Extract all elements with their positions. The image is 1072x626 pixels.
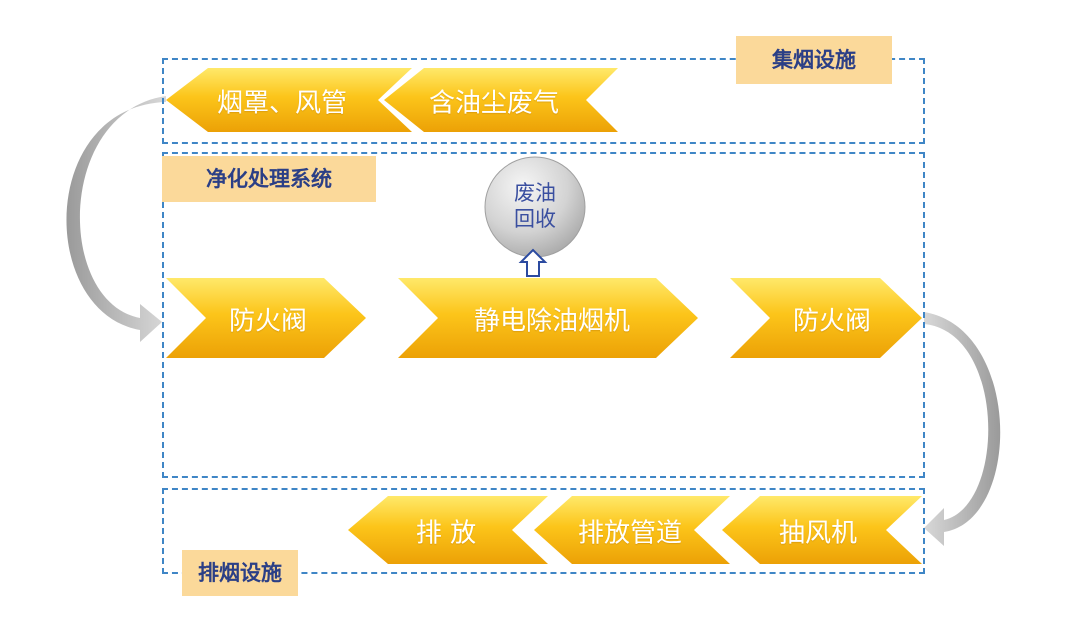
oil-recovery-label: 废油 回收 <box>514 180 556 232</box>
section-label-collection: 集烟设施 <box>736 36 892 84</box>
chevron-exhaust-duct <box>534 496 730 564</box>
chevron-fire-valve-out <box>730 278 922 358</box>
section-label-exhaust-text: 排烟设施 <box>198 561 282 585</box>
chevron-discharge <box>348 496 548 564</box>
node-exhaust-duct: 排放管道 <box>577 518 683 549</box>
node-esp-unit: 静电除油烟机 <box>473 306 631 337</box>
node-hood-duct: 烟罩、风管 <box>216 88 348 119</box>
connector-right-curve <box>924 312 1001 546</box>
chevron-hood-duct <box>166 68 412 132</box>
node-fan: 抽风机 <box>778 518 858 549</box>
section-label-exhaust: 排烟设施 <box>182 550 298 596</box>
chevron-fire-valve-in <box>166 278 366 358</box>
oil-recovery-line2: 回收 <box>514 207 556 231</box>
node-oily-exhaust: 含油尘废气 <box>428 88 560 119</box>
section-box-collection <box>162 58 925 144</box>
node-discharge: 排 放 <box>415 518 477 549</box>
section-box-purification <box>162 152 925 478</box>
node-fire-valve-out: 防火阀 <box>792 306 872 337</box>
section-label-purification-text: 净化处理系统 <box>206 167 332 191</box>
chevron-esp-unit <box>398 278 698 358</box>
node-fire-valve-in: 防火阀 <box>228 306 308 337</box>
connector-left-curve <box>66 96 166 342</box>
up-arrow-icon <box>518 248 548 277</box>
chevron-oily-exhaust <box>384 68 618 132</box>
chevron-fan <box>722 496 922 564</box>
section-label-collection-text: 集烟设施 <box>772 48 856 72</box>
section-box-exhaust <box>162 488 925 574</box>
oil-recovery-line1: 废油 <box>514 181 556 205</box>
section-label-purification: 净化处理系统 <box>162 156 376 202</box>
